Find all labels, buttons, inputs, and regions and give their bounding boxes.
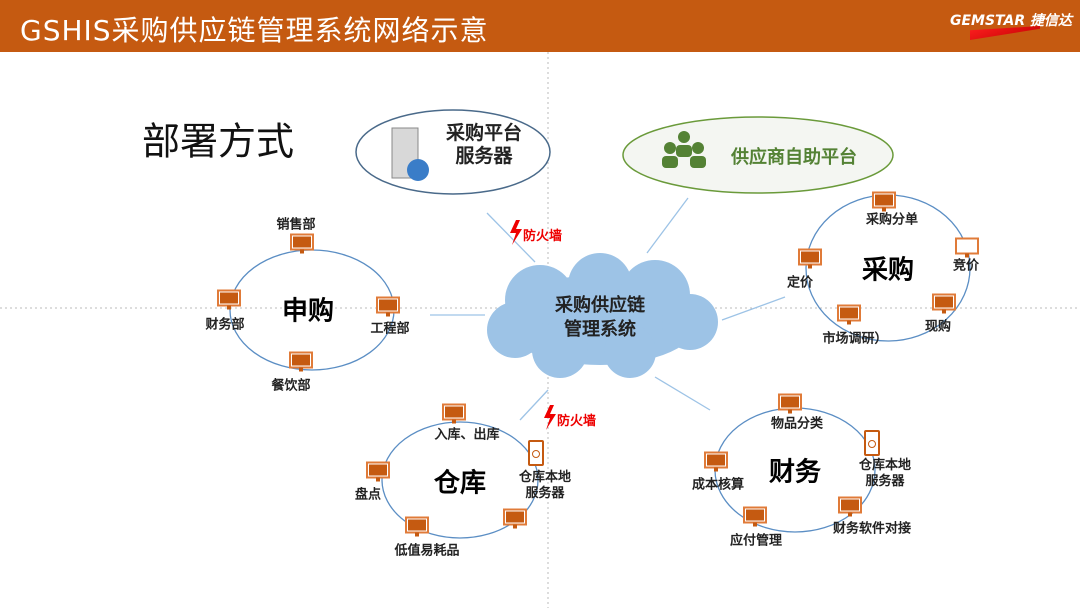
local-server-icon (864, 430, 880, 456)
node-label: 成本核算 (691, 477, 745, 493)
monitor-icon (503, 508, 527, 529)
monitor-icon (290, 233, 314, 254)
node-label: 工程部 (370, 321, 410, 337)
cangku-ring (381, 421, 539, 539)
caiwu-title: 财务 (768, 457, 822, 488)
monitor-icon (289, 351, 313, 372)
monitor-icon (704, 451, 728, 472)
monitor-icon (217, 289, 241, 310)
lightning-icon (544, 405, 556, 430)
monitor-icon (798, 248, 822, 269)
monitor-icon (778, 393, 802, 414)
node-label: 物品分类 (770, 416, 824, 432)
gemstar-logo: GEMSTAR 捷信达 (949, 13, 1072, 29)
monitor-icon (837, 304, 861, 325)
supplier-label: 供应商自助平台 (731, 147, 857, 168)
node-label: 财务部 (205, 317, 245, 333)
monitor-icon (838, 496, 862, 517)
slide-title: GSHIS采购供应链管理系统网络示意 (20, 14, 489, 47)
header-bar: GSHIS采购供应链管理系统网络示意 GEMSTAR 捷信达 (0, 0, 1080, 52)
server-icon (391, 127, 429, 181)
server-label: 采购平台服务器 (445, 122, 523, 167)
node-label: 竞价 (952, 258, 980, 274)
node-label: 财务软件对接 (832, 521, 912, 537)
supplier-ellipse (622, 116, 894, 194)
monitor-icon (366, 461, 390, 482)
node-label: 定价 (786, 275, 814, 291)
monitor-icon (376, 296, 400, 317)
node-label: 低值易耗品 (394, 543, 460, 559)
monitor-icon (442, 403, 466, 424)
node-label: 销售部 (276, 217, 316, 233)
monitor-icon (932, 293, 956, 314)
deployment-heading: 部署方式 (141, 119, 295, 164)
cloud-shape (487, 253, 718, 378)
node-label: 餐饮部 (271, 378, 311, 394)
node-label: 入库、出库 (434, 427, 500, 443)
monitor-icon (872, 191, 896, 212)
monitor-icon (405, 516, 429, 537)
node-label: 现购 (924, 319, 952, 335)
node-label: 仓库本地服务器 (518, 470, 572, 501)
caigou-title: 采购 (861, 255, 915, 286)
cloud-label: 采购供应链管理系统 (555, 295, 645, 340)
node-label: 仓库本地服务器 (858, 458, 912, 489)
cangku-title: 仓库 (433, 468, 487, 499)
connector-lines (430, 197, 786, 421)
node-label: 盘点 (354, 487, 382, 503)
monitor-icon (955, 237, 979, 258)
lightning-icon (510, 220, 522, 245)
shengou-title: 申购 (281, 296, 335, 327)
local-server-icon (528, 440, 544, 466)
monitor-icon (743, 506, 767, 527)
people-icon (662, 131, 706, 168)
firewall-label: 防火墙 (557, 414, 597, 429)
node-label: 应付管理 (729, 533, 783, 549)
node-label: 采购分单 (865, 212, 919, 228)
firewall-label: 防火墙 (523, 229, 563, 244)
node-label: 市场调研） (822, 331, 888, 347)
